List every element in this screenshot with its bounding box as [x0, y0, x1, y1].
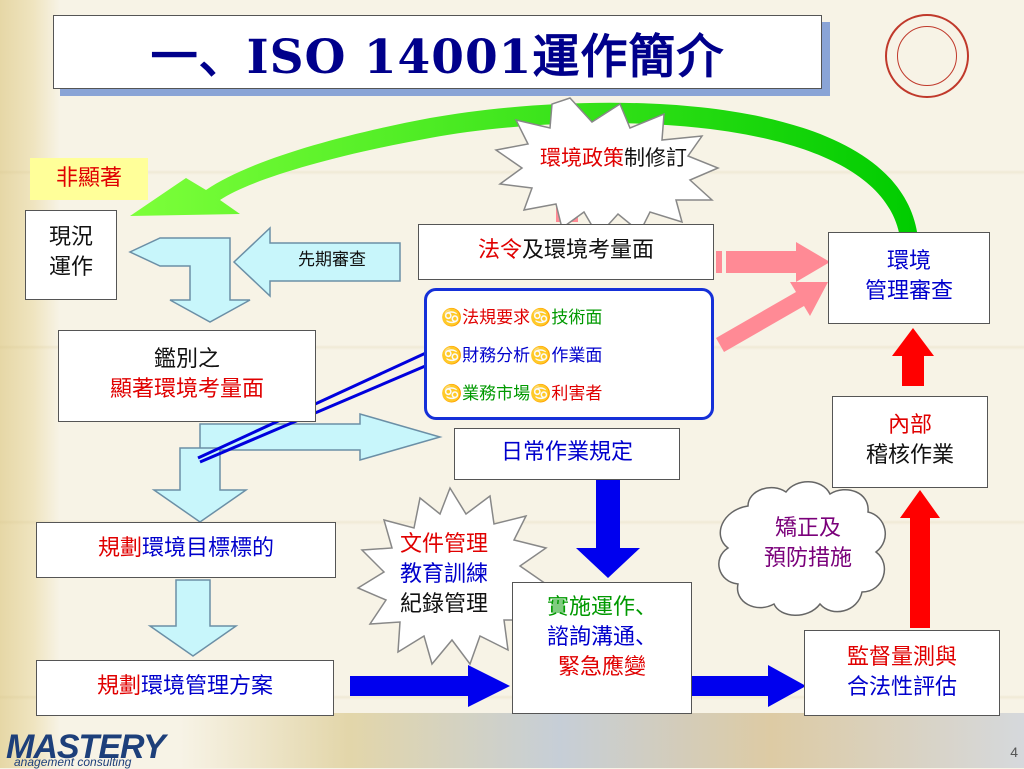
non-significant-label: 非顯著 — [30, 158, 148, 200]
bullet-icon: ♋ — [441, 346, 463, 366]
red-arrow-monitor-to-audit — [900, 490, 940, 628]
factor-item: 作業面 — [551, 346, 603, 366]
cyan-arrow-to-program — [147, 579, 239, 657]
corrective-cloud — [718, 481, 886, 616]
mgmt-review-line-1: 環境 — [886, 249, 931, 274]
docs-line-1: 文件管理 — [399, 532, 488, 557]
blue-arrow-operation-to-monitor — [692, 665, 806, 707]
blue-arrow-program-to-operation — [350, 665, 510, 707]
green-feedback-arrow — [130, 102, 918, 238]
corrective-line-2: 預防措施 — [763, 546, 852, 571]
monitor-box: 監督量測與 合法性評估 — [804, 630, 1000, 716]
page-title: 一、ISO 14001運作簡介 — [53, 15, 822, 89]
legal-highlight: 法令 — [477, 238, 522, 263]
blue-arrow-rules-to-operation — [576, 480, 640, 578]
monitor-line-1: 監督量測與 — [846, 645, 957, 670]
university-seal-logo — [885, 14, 969, 98]
current-ops-line-2: 運作 — [48, 255, 93, 280]
operation-line-1: 實施運作、 — [546, 595, 657, 620]
daily-rules-box: 日常作業規定 — [454, 428, 680, 480]
bullet-icon: ♋ — [530, 346, 552, 366]
factors-box: ♋法規要求♋技術面♋財務分析♋作業面♋業務市場♋利害者 — [424, 288, 714, 420]
policy-rest: 制修訂 — [624, 146, 687, 170]
factor-row: ♋財務分析♋作業面 — [441, 337, 701, 375]
factor-item: 利害者 — [551, 384, 603, 404]
corrective-node: 矯正及 預防措施 — [738, 514, 878, 574]
pink-arrow-factors-to-review — [716, 282, 828, 352]
bullet-icon: ♋ — [441, 308, 463, 328]
logo-main-text: MASTERY — [6, 728, 166, 766]
factor-item: 業務市場 — [462, 384, 531, 404]
mastery-logo: MASTERY anagement consulting — [0, 728, 180, 769]
bottom-decoration — [180, 713, 1024, 768]
bullet-icon: ♋ — [530, 308, 552, 328]
objectives-box: 規劃環境目標標的 — [36, 522, 336, 578]
operation-box: 實施運作、 諮詢溝通、 緊急應變 — [512, 582, 692, 714]
docs-starburst — [356, 486, 548, 666]
factors-list: ♋法規要求♋技術面♋財務分析♋作業面♋業務市場♋利害者 — [441, 299, 701, 413]
factor-item: 法規要求 — [462, 308, 531, 328]
corrective-line-1: 矯正及 — [774, 516, 841, 541]
bullet-icon: ♋ — [530, 384, 552, 404]
logo-sub-text: anagement consulting — [14, 755, 132, 769]
internal-audit-box: 內部 稽核作業 — [832, 396, 988, 488]
current-operations-box: 現況 運作 — [25, 210, 117, 300]
factor-item: 技術面 — [551, 308, 603, 328]
factor-row: ♋業務市場♋利害者 — [441, 375, 701, 413]
red-arrow-audit-to-review — [892, 328, 934, 386]
factor-item: 財務分析 — [462, 346, 531, 366]
internal-audit-line-1: 內部 — [887, 413, 932, 438]
operation-line-2: 諮詢溝通、 — [546, 625, 657, 650]
mgmt-review-line-2: 管理審查 — [864, 279, 953, 304]
policy-highlight: 環境政策 — [540, 146, 624, 170]
legal-rest: 及環境考量面 — [522, 238, 655, 263]
cyan-arrow-current-to-identify — [128, 237, 251, 323]
objectives-rest: 環境目標標的 — [142, 536, 275, 561]
internal-audit-line-2: 稽核作業 — [865, 443, 954, 468]
bullet-icon: ♋ — [441, 384, 463, 404]
operation-line-3: 緊急應變 — [557, 655, 646, 680]
docs-line-2: 教育訓練 — [399, 562, 488, 587]
program-rest: 環境管理方案 — [141, 674, 274, 699]
slide-number: 4 — [1010, 744, 1018, 760]
identify-line-2: 顯著環境考量面 — [109, 377, 264, 402]
program-box: 規劃環境管理方案 — [36, 660, 334, 716]
legal-aspects-box: 法令及環境考量面 — [418, 224, 714, 280]
docs-node: 文件管理 教育訓練 紀錄管理 — [374, 530, 514, 620]
policy-starburst — [494, 97, 720, 238]
identify-significant-box: 鑑別之 顯著環境考量面 — [58, 330, 316, 422]
policy-node: 環境政策制修訂 — [540, 144, 700, 173]
current-ops-line-1: 現況 — [48, 225, 93, 250]
docs-line-3: 紀錄管理 — [399, 592, 488, 617]
background-texture-strip — [0, 0, 60, 768]
monitor-line-2: 合法性評估 — [846, 675, 957, 700]
identify-line-1: 鑑別之 — [153, 347, 220, 372]
prior-review-arrow — [232, 226, 401, 298]
program-highlight: 規劃 — [96, 674, 141, 699]
prior-review-label: 先期審查 — [298, 250, 366, 270]
cyan-arrow-to-objectives — [151, 447, 249, 523]
management-review-box: 環境 管理審查 — [828, 232, 990, 324]
pink-arrow-to-review — [726, 242, 830, 282]
objectives-highlight: 規劃 — [97, 536, 142, 561]
factor-row: ♋法規要求♋技術面 — [441, 299, 701, 337]
